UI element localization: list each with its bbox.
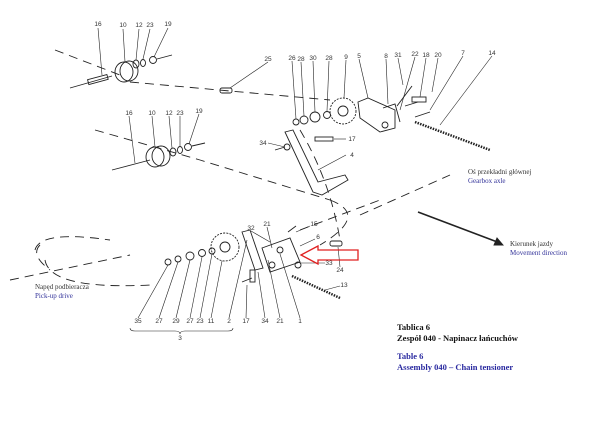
callout: 15 xyxy=(310,221,318,228)
assembly-title-pl: Zespół 040 - Napinacz łańcuchów xyxy=(397,333,518,343)
callout-numbers: 16 10 12 23 19 25 16 10 12 23 19 26 28 3… xyxy=(94,21,496,342)
callout: 34 xyxy=(259,140,267,147)
callout: 31 xyxy=(394,52,402,59)
callout: 21 xyxy=(276,318,284,325)
table-number-pl: Tablica 6 xyxy=(397,322,430,332)
callout: 1 xyxy=(298,318,302,325)
callout: 20 xyxy=(434,52,442,59)
callout: 13 xyxy=(340,282,348,289)
spring-lower xyxy=(291,274,341,300)
sprocket-lower xyxy=(164,232,240,266)
callout: 12 xyxy=(165,110,173,117)
callout: 17 xyxy=(348,136,356,143)
movement-direction-note: Kierunek jazdy Movement direction xyxy=(510,240,567,258)
callout: 22 xyxy=(411,51,419,58)
callout: 19 xyxy=(164,21,172,28)
sprocket-upper xyxy=(292,97,357,126)
pickup-drive-label-pl: Napęd podbieracza xyxy=(35,283,89,291)
idler-upper xyxy=(69,54,173,89)
callout: 16 xyxy=(125,110,133,117)
callout: 19 xyxy=(195,108,203,115)
callout: 11 xyxy=(208,318,215,325)
callout: 23 xyxy=(176,110,184,117)
callout: 32 xyxy=(247,225,255,232)
callout: 12 xyxy=(135,22,143,29)
callout: 5 xyxy=(357,53,361,60)
callout: 35 xyxy=(134,318,142,325)
callout: 16 xyxy=(94,21,102,28)
pickup-drive-label-en: Pick-up drive xyxy=(35,292,73,300)
movement-direction-label-en: Movement direction xyxy=(510,249,567,257)
callout: 10 xyxy=(148,110,156,117)
table-number-en: Table 6 xyxy=(397,351,424,361)
spring-upper xyxy=(414,120,491,152)
movement-direction-arrow xyxy=(417,211,504,246)
callout: 23 xyxy=(196,318,204,325)
callout: 28 xyxy=(325,55,333,62)
callout: 21 xyxy=(263,221,271,228)
tensioner-bracket-upper xyxy=(357,85,431,133)
callout: 17 xyxy=(242,318,250,325)
callout: 33 xyxy=(325,260,333,267)
assembly-title-en: Assembly 040 – Chain tensioner xyxy=(397,362,514,372)
callout: 25 xyxy=(264,56,272,63)
callout: 8 xyxy=(384,53,388,60)
callout: 30 xyxy=(309,55,317,62)
tensioner-bracket-lower xyxy=(241,225,343,283)
callout: 6 xyxy=(316,234,320,241)
tensioner-arm xyxy=(274,129,349,196)
pickup-drive-note: Napęd podbieracza Pick-up drive xyxy=(35,283,89,301)
callout: 26 xyxy=(288,55,296,62)
movement-direction-label-pl: Kierunek jazdy xyxy=(510,240,553,248)
leader-lines xyxy=(97,27,493,335)
highlight-arrow xyxy=(299,244,359,266)
gearbox-axle-note: Oś przekładni głównej Gearbox axle xyxy=(468,168,531,186)
callout: 14 xyxy=(488,50,496,57)
gearbox-axle-label-pl: Oś przekładni głównej xyxy=(468,168,532,176)
callout: 3 xyxy=(178,335,182,342)
chain-path xyxy=(9,49,451,287)
callout: 4 xyxy=(350,152,354,159)
callout: 27 xyxy=(186,318,194,325)
callout: 27 xyxy=(155,318,163,325)
chain-link-25 xyxy=(219,87,233,94)
callout: 9 xyxy=(344,54,348,61)
idler-middle xyxy=(111,142,206,171)
callout: 18 xyxy=(422,52,430,59)
callout: 28 xyxy=(297,56,305,63)
callout: 34 xyxy=(261,318,269,325)
callout: 2 xyxy=(227,318,231,325)
gearbox-axle-label-en: Gearbox axle xyxy=(468,177,506,185)
callout: 10 xyxy=(119,22,127,29)
callout: 24 xyxy=(336,267,344,274)
callout: 23 xyxy=(146,22,154,29)
callout: 29 xyxy=(172,318,180,325)
callout: 7 xyxy=(461,50,465,57)
